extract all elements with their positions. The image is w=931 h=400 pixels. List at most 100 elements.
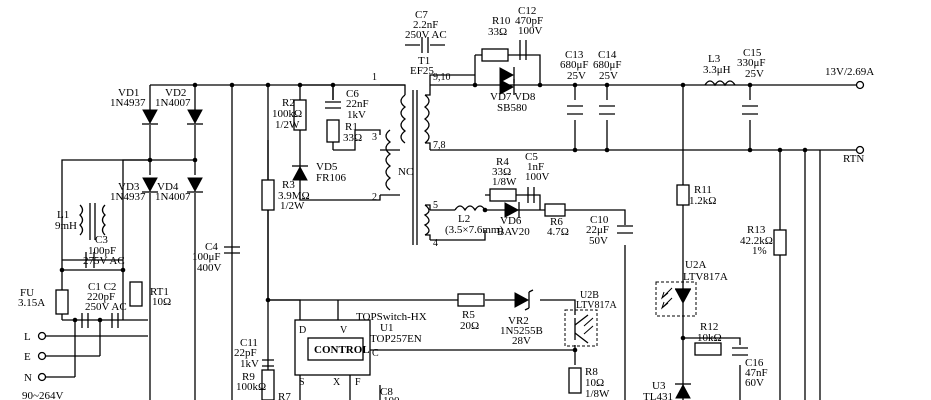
- label-c16: C16: [745, 357, 764, 369]
- label-u1: U1: [380, 322, 393, 334]
- resistor-r3: [261, 179, 275, 211]
- label-c13-volt: 25V: [567, 70, 586, 82]
- label-c12-val: 470pF: [515, 15, 543, 27]
- diode-vd6: [504, 202, 520, 218]
- label-c13-val: 680μF: [560, 59, 589, 71]
- capacitor-c11: [262, 359, 274, 367]
- capacitor-c4: [224, 246, 240, 254]
- ic-u1: [294, 319, 371, 376]
- label-r12-val: 10kΩ: [697, 332, 722, 344]
- diode-vd4: [187, 177, 203, 193]
- label-u3-val: TL431: [643, 391, 673, 400]
- label-input-range: 90~264V: [22, 390, 63, 400]
- label-pin4: 4: [433, 238, 438, 249]
- diode-vd8: [499, 79, 515, 95]
- capacitor-c1-c2: [81, 313, 119, 328]
- label-r8-pw: 1/8W: [585, 388, 610, 400]
- label-input-e: E: [24, 351, 31, 363]
- label-r11-val: 1.2kΩ: [689, 195, 716, 207]
- label-t1-core: EF25: [410, 65, 434, 77]
- label-l2-val: (3.5×7.6mm): [445, 224, 503, 236]
- label-sb580: SB580: [497, 102, 527, 114]
- output-terminal-pos: [855, 80, 865, 90]
- label-vd1: VD1: [118, 87, 139, 99]
- label-c6: C6: [346, 88, 359, 100]
- label-c4-volt: 400V: [197, 262, 222, 274]
- label-vd5-val: FR106: [316, 172, 346, 184]
- label-vd3: VD3: [118, 181, 140, 193]
- output-terminal-rtn: [855, 145, 865, 155]
- label-u1-val: TOP257EN: [370, 333, 422, 345]
- label-vr2-volt: 28V: [512, 335, 531, 347]
- label-r8-val: 10Ω: [585, 377, 604, 389]
- label-input-n: N: [24, 372, 32, 384]
- label-c14-volt: 25V: [599, 70, 618, 82]
- inductor-l2: [454, 205, 486, 212]
- input-terminal-l: [37, 331, 47, 341]
- label-input-l: L: [24, 331, 31, 343]
- label-r6: R6: [550, 216, 563, 228]
- label-c14: C14: [598, 49, 617, 61]
- resistor-r11: [676, 184, 690, 206]
- label-pin2: 2: [372, 192, 377, 203]
- label-c11-volt: 1kV: [240, 358, 259, 370]
- label-c4-val: 100μF: [192, 251, 221, 263]
- capacitor-c10: [617, 225, 633, 234]
- label-vd6-val: BAV20: [497, 226, 530, 238]
- label-t1: T1: [418, 55, 430, 67]
- label-r5-val: 20Ω: [460, 320, 479, 332]
- label-vd5: VD5: [316, 161, 338, 173]
- label-r10-val: 33Ω: [488, 26, 507, 38]
- label-fu: FU: [20, 287, 34, 299]
- label-r4-pw: 1/8W: [492, 176, 517, 188]
- label-c14-val: 680μF: [593, 59, 622, 71]
- fuse-fu: [55, 289, 69, 315]
- label-r2-val: 100kΩ: [272, 108, 302, 120]
- inductor-l3: [704, 80, 736, 87]
- label-vd3-val: 1N4937: [110, 191, 146, 203]
- label-vd2-val: 1N4007: [155, 97, 191, 109]
- resistor-r2: [293, 99, 307, 131]
- input-terminal-e: [37, 351, 47, 361]
- label-pin-v: V: [340, 325, 348, 336]
- label-c6-val: 22nF: [346, 98, 369, 110]
- label-r3-pw: 1/2W: [280, 200, 305, 212]
- label-l2: L2: [458, 213, 470, 225]
- label-r4-val: 33Ω: [492, 166, 511, 178]
- label-control: CONTROL: [314, 344, 370, 356]
- capacitor-c13: [567, 105, 583, 115]
- label-pin-s: S: [299, 377, 305, 388]
- label-c1-c2-val: 220pF: [87, 291, 115, 303]
- label-r13-val: 42.2kΩ: [740, 235, 773, 247]
- label-topswitch-hx: TOPSwitch-HX: [356, 311, 427, 323]
- label-l1: L1: [57, 209, 69, 221]
- label-c11: C11: [240, 337, 258, 349]
- label-r12: R12: [700, 321, 718, 333]
- label-pin3: 3: [372, 132, 377, 143]
- label-vd1-val: 1N4937: [110, 97, 146, 109]
- label-vd2: VD2: [165, 87, 186, 99]
- label-r7: R7: [278, 391, 291, 400]
- resistor-r12: [694, 342, 722, 356]
- resistor-r4: [489, 188, 517, 202]
- resistor-r13: [773, 229, 787, 256]
- label-u2a-val: LTV817A: [683, 271, 728, 283]
- label-l3-val: 3.3μH: [703, 64, 731, 76]
- label-r5: R5: [462, 309, 475, 321]
- label-output-pos: 13V/2.69A: [825, 66, 874, 78]
- capacitor-c12: [519, 40, 527, 60]
- capacitor-c15: [742, 105, 758, 115]
- label-r1: R1: [345, 121, 358, 133]
- label-u3: U3: [652, 380, 666, 392]
- label-u2b: U2B: [580, 290, 599, 301]
- label-c7-val: 2.2nF: [413, 19, 438, 31]
- label-r9: R9: [242, 371, 255, 383]
- optocoupler-u2a: [655, 255, 697, 317]
- label-c10: C10: [590, 214, 609, 226]
- label-u2b-val: LTV817A: [576, 300, 618, 311]
- label-vr2-val: 1N5255B: [500, 325, 543, 337]
- resistor-r10: [481, 48, 509, 62]
- label-fu-val: 3.15A: [18, 297, 45, 309]
- label-r10: R10: [492, 15, 511, 27]
- label-vd4-val: 1N4007: [155, 191, 191, 203]
